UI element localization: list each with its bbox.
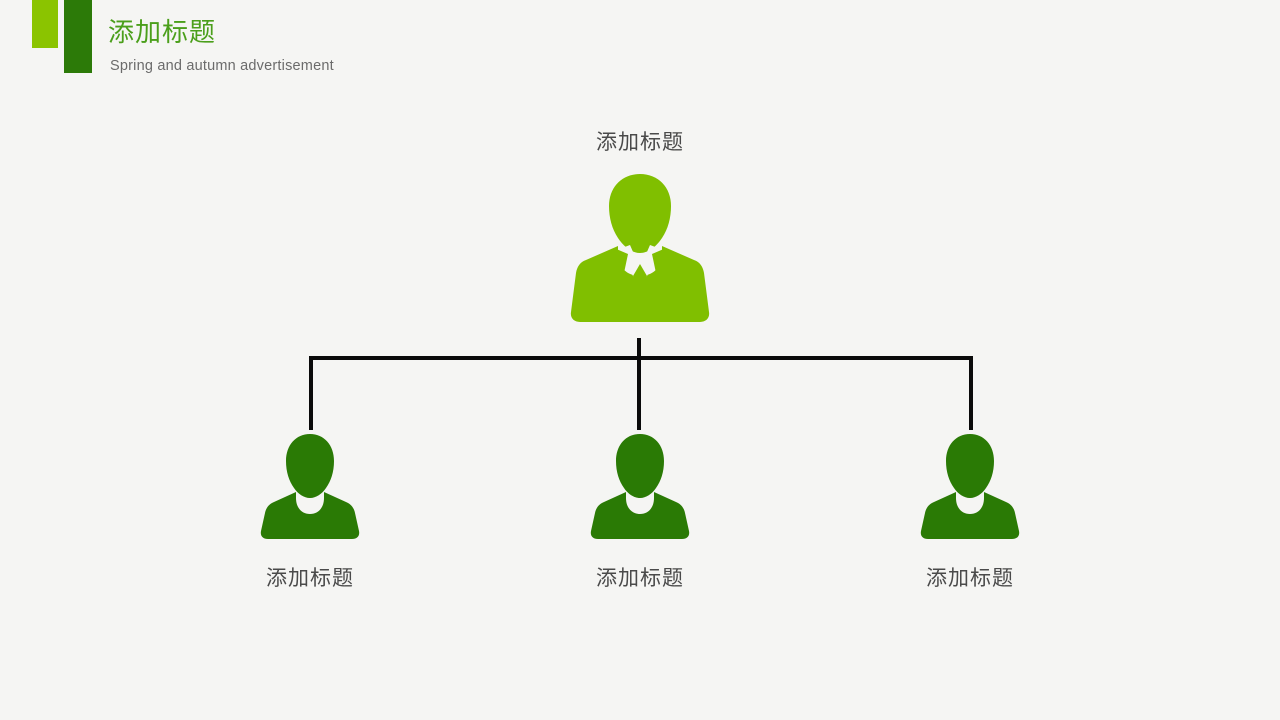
accent-bar-light <box>32 0 58 48</box>
person-silhouette-icon <box>260 434 360 539</box>
child-node-1[interactable]: 添加标题 <box>200 432 420 594</box>
child-node-3[interactable]: 添加标题 <box>860 432 1080 594</box>
child-node-3-label: 添加标题 <box>926 567 1014 590</box>
connector-drop-left <box>309 356 313 430</box>
child-node-2-label: 添加标题 <box>596 567 684 590</box>
connector-horizontal-bus <box>309 356 973 360</box>
connector-drop-right <box>969 356 973 430</box>
connector-root-stem <box>637 338 641 430</box>
child-node-1-label: 添加标题 <box>266 567 354 590</box>
page-title: 添加标题 <box>108 17 217 47</box>
slide-header: 添加标题 Spring and autumn advertisement <box>0 0 1280 92</box>
root-node-label: 添加标题 <box>596 131 684 154</box>
person-silhouette-icon <box>920 434 1020 539</box>
root-node[interactable] <box>570 172 710 324</box>
child-node-2[interactable]: 添加标题 <box>530 432 750 594</box>
businessman-suit-icon <box>570 174 710 322</box>
person-silhouette-icon <box>590 434 690 539</box>
page-subtitle: Spring and autumn advertisement <box>110 58 334 74</box>
accent-bar-dark <box>64 0 92 73</box>
